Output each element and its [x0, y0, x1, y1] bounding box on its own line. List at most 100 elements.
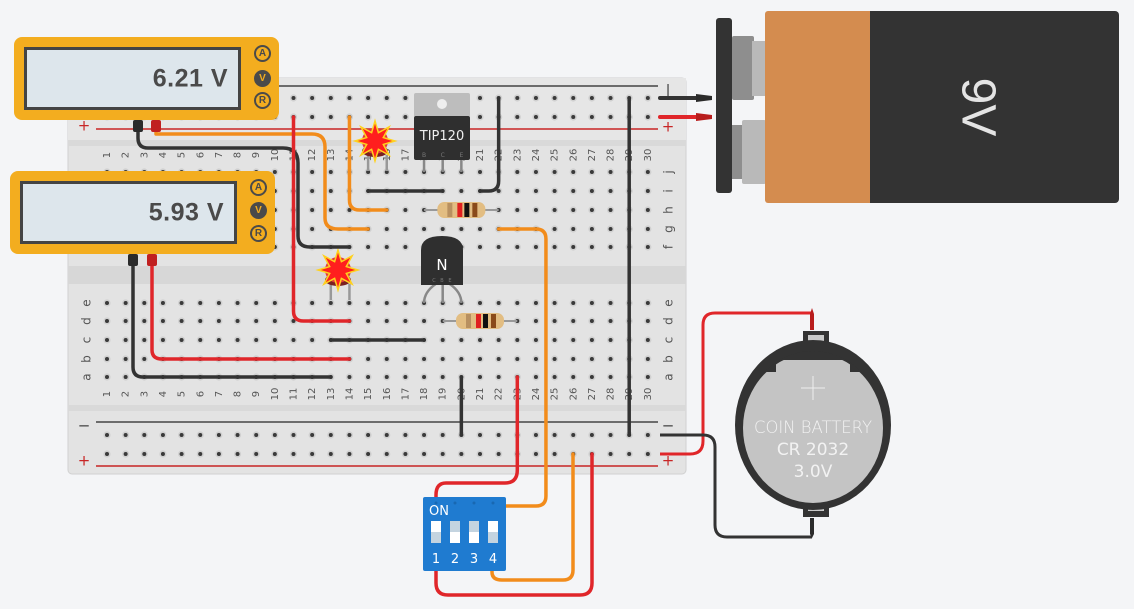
- column-label: 5: [177, 391, 188, 397]
- breadboard-hole-center: [459, 189, 464, 193]
- breadboard-hole-center: [552, 96, 557, 100]
- breadboard-hole-center: [254, 319, 259, 323]
- breadboard-hole-center: [403, 452, 408, 456]
- column-label: 8: [233, 391, 244, 397]
- breadboard-hole-center: [533, 338, 538, 342]
- wire-rail-to-led1[interactable]: [347, 115, 389, 212]
- resistor-band: [447, 203, 453, 217]
- breadboard-hole-center: [272, 319, 277, 323]
- breadboard-hole-center: [552, 208, 557, 212]
- breadboard-hole-center: [328, 189, 333, 193]
- mode-amps-button[interactable]: A: [250, 179, 267, 196]
- breadboard-hole-center: [571, 319, 576, 323]
- mode-ohms-button[interactable]: R: [250, 225, 267, 242]
- breadboard-hole-center: [422, 452, 427, 456]
- row-label: j: [662, 170, 676, 174]
- wire-meter2-negative[interactable]: [131, 260, 333, 379]
- breadboard-hole-center: [589, 96, 594, 100]
- column-label: 5: [177, 152, 188, 158]
- breadboard-hole-center: [478, 115, 482, 119]
- breadboard-hole-center: [254, 433, 259, 437]
- meter1-probe-negative[interactable]: [133, 120, 143, 132]
- breadboard-hole-center: [515, 301, 520, 305]
- breadboard-hole-center: [478, 301, 482, 305]
- resistor-band: [464, 203, 470, 217]
- breadboard-hole-center: [571, 301, 576, 305]
- breadboard-hole-center: [384, 227, 389, 231]
- mode-ohms-button[interactable]: R: [254, 92, 271, 109]
- npn-pin: [422, 282, 437, 304]
- breadboard-hole-center: [422, 319, 427, 323]
- multimeter-top[interactable]: 6.21 V A V R: [14, 37, 279, 120]
- breadboard-hole-center: [142, 433, 147, 437]
- breadboard-hole-center: [571, 115, 576, 119]
- column-label: 27: [587, 149, 598, 162]
- column-label: 10: [270, 388, 281, 401]
- column-label: 25: [550, 388, 561, 401]
- breadboard-hole-center: [216, 301, 221, 305]
- row-label: a: [662, 373, 676, 380]
- wire-meter1-positive[interactable]: [154, 126, 370, 231]
- row-label: b: [662, 355, 676, 363]
- breadboard-hole-center: [440, 375, 445, 379]
- breadboard-hole-center: [478, 245, 482, 249]
- resistor-bottom[interactable]: [442, 313, 518, 329]
- breadboard-hole-center: [533, 245, 538, 249]
- column-label: 23: [512, 149, 523, 162]
- resistor-band: [476, 314, 481, 328]
- breadboard-hole-center: [440, 452, 445, 456]
- breadboard-hole-center: [552, 375, 557, 379]
- breadboard-hole-center: [366, 301, 371, 305]
- wire-rail-to-led2[interactable]: [291, 115, 352, 323]
- breadboard-hole-center: [608, 433, 613, 437]
- breadboard-hole-center: [422, 357, 427, 361]
- column-label: 30: [643, 388, 654, 401]
- breadboard-hole-center: [123, 357, 128, 361]
- wire-meter2-positive[interactable]: [150, 260, 352, 361]
- wire-ground-tip120[interactable]: [478, 96, 501, 193]
- breadboard-hole-center: [608, 115, 613, 119]
- resistor-top[interactable]: [424, 202, 499, 218]
- breadboard-hole-center: [123, 452, 128, 456]
- breadboard-hole-center: [496, 189, 501, 193]
- breadboard-hole-center: [142, 319, 147, 323]
- meter1-probe-positive[interactable]: [151, 120, 161, 132]
- breadboard-hole-center: [198, 319, 203, 323]
- breadboard-hole-center: [589, 375, 594, 379]
- meter2-probe-negative[interactable]: [128, 254, 138, 266]
- tip120-pin-label: C: [441, 152, 445, 159]
- breadboard-hole-center: [366, 375, 371, 379]
- breadboard-hole-center: [384, 115, 389, 119]
- breadboard-hole-center: [589, 433, 594, 437]
- meter2-probe-positive[interactable]: [147, 254, 157, 266]
- breadboard-hole-center: [552, 319, 557, 323]
- breadboard-hole-center: [235, 338, 240, 342]
- breadboard-hole-center: [235, 452, 240, 456]
- breadboard-hole-center: [216, 452, 221, 456]
- breadboard-hole-center: [272, 338, 277, 342]
- breadboard-hole-center: [645, 208, 650, 212]
- mode-volts-button[interactable]: V: [254, 70, 271, 87]
- breadboard-hole-center: [478, 357, 482, 361]
- breadboard-hole-center: [384, 245, 389, 249]
- mode-amps-button[interactable]: A: [254, 45, 271, 62]
- mode-volts-button[interactable]: V: [250, 202, 267, 219]
- breadboard-hole-center: [198, 301, 203, 305]
- breadboard-hole-center: [160, 319, 165, 323]
- breadboard-hole-center: [328, 115, 333, 119]
- led-top[interactable]: [352, 118, 398, 171]
- led-bottom[interactable]: [315, 247, 361, 300]
- breadboard-hole-center: [291, 96, 296, 100]
- wire-dip4-to-rail[interactable]: [490, 452, 575, 582]
- column-label: 4: [158, 152, 169, 158]
- wire-to-dip-switch[interactable]: [496, 227, 548, 508]
- column-label: 1: [102, 391, 113, 397]
- column-label: 19: [438, 388, 449, 401]
- breadboard-hole-center: [291, 338, 296, 342]
- multimeter-bottom[interactable]: 5.93 V A V R: [10, 171, 275, 254]
- column-label: 13: [326, 149, 337, 162]
- column-label: 21: [475, 149, 486, 162]
